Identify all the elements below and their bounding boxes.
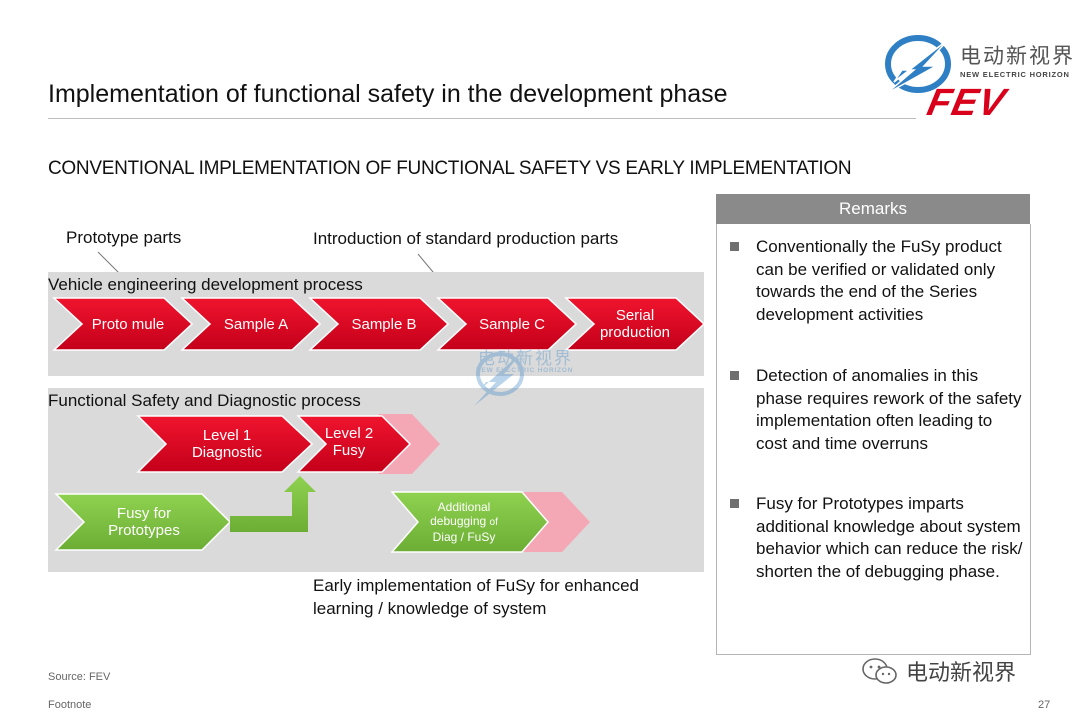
wechat-watermark: 电动新视界: [860, 654, 1016, 688]
watermark-cn-text: 电动新视界: [478, 349, 573, 368]
wechat-account-name: 电动新视界: [906, 660, 1017, 685]
wechat-icon: [862, 658, 897, 684]
page-number: 27: [1038, 699, 1051, 711]
chevron-sample-b: [308, 297, 450, 351]
level1-line1: Level 1: [202, 427, 252, 444]
debug-label: Additional debugging of Diag / FuSy: [418, 492, 510, 552]
chevron-additional-debugging: [390, 491, 549, 553]
elbow-arrow: [230, 476, 316, 532]
chevron-level1-diagnostic: [136, 415, 314, 473]
footnote: Footnote: [48, 699, 92, 711]
safety-process-label: Functional Safety and Diagnostic process: [48, 391, 361, 410]
chevron-proto-mule: [52, 297, 194, 351]
chevron-serial-production: [564, 297, 706, 351]
remarks-box: [716, 224, 1031, 655]
remark-item: Fusy for Prototypes imparts additional k…: [756, 494, 1023, 581]
callout-prototype-parts: Prototype parts: [66, 228, 182, 247]
source-note: Source: FEV: [48, 671, 111, 683]
remarks-heading: Remarks: [716, 194, 1030, 224]
title-divider: [48, 118, 916, 119]
debug-line2-b: of: [489, 517, 498, 528]
page-title: Implementation of functional safety in t…: [48, 80, 728, 108]
proto-label: Fusy for Prototypes: [88, 494, 200, 550]
level2-line2: Fusy: [332, 442, 366, 459]
section-subtitle: CONVENTIONAL IMPLEMENTATION OF FUNCTIONA…: [48, 158, 852, 179]
step-label: Sample C: [479, 315, 545, 333]
debug-line3: Diag / FuSy: [432, 530, 496, 544]
proto-line1: Fusy for: [116, 505, 172, 522]
level1-line2: Diagnostic: [191, 444, 263, 461]
chevron-sample-a: [180, 297, 322, 351]
lightning-globe-icon: [885, 35, 951, 95]
vehicle-process-label: Vehicle engineering development process: [48, 275, 363, 294]
remark-bullet: [730, 499, 739, 508]
chevron-level2-fusy: [296, 415, 412, 473]
chevron-fusy-prototypes: [54, 493, 232, 551]
level1-label: Level 1 Diagnostic: [174, 416, 280, 472]
debug-line2-a: debugging: [430, 514, 487, 528]
debug-line1: Additional: [437, 500, 491, 514]
fev-brand: FEV: [923, 82, 1010, 124]
logo-cn-text: 电动新视界: [960, 45, 1075, 68]
proto-line2: Prototypes: [108, 522, 180, 539]
remark-item: Conventionally the FuSy product can be v…: [756, 237, 1002, 324]
early-impl-line2: learning / knowledge of system: [313, 599, 547, 618]
brand-logo: 电动新视界 NEW ELECTRIC HORIZON FEV: [880, 28, 1073, 124]
step-label: Proto mule: [91, 315, 165, 333]
callout-standard-parts: Introduction of standard production part…: [313, 229, 619, 248]
chevron-sample-c: [436, 297, 578, 351]
step-label: Sample B: [351, 315, 417, 333]
early-impl-caption: Early implementation of FuSy for enhance…: [313, 574, 639, 620]
vehicle-chevrons: [52, 297, 706, 351]
step-label: Serial production: [599, 307, 671, 341]
watermark-lightning-icon: [474, 350, 524, 406]
remark-bullet: [730, 371, 739, 380]
logo-en-text: NEW ELECTRIC HORIZON: [960, 70, 1070, 79]
remark-item: Detection of anomalies in this phase req…: [756, 366, 1022, 453]
chevron-debugging-extension: [518, 492, 590, 552]
watermark-logo: 电动新视界 NEW ELECTRIC HORIZON: [470, 340, 620, 410]
watermark-en-text: NEW ELECTRIC HORIZON: [476, 367, 574, 374]
safety-shapes: [54, 414, 590, 553]
step-label: Sample A: [223, 315, 289, 333]
debug-line2: debugging of: [430, 514, 498, 530]
early-impl-line1: Early implementation of FuSy for enhance…: [313, 576, 640, 595]
remark-bullet: [730, 242, 739, 251]
level2-line1: Level 2: [324, 425, 374, 442]
level2-label: Level 2 Fusy: [314, 414, 384, 470]
